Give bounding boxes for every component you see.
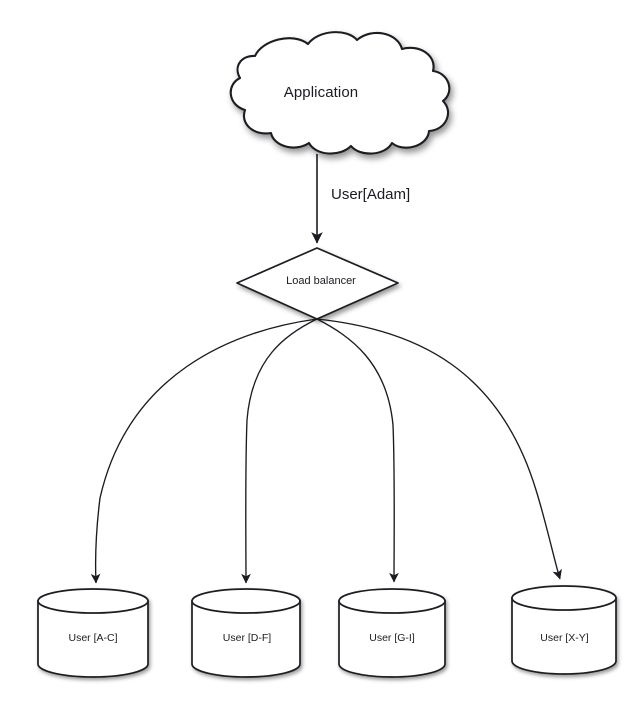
cylinder-top xyxy=(191,588,301,614)
node-cylinder-db-3[interactable] xyxy=(511,585,617,675)
edge-curve xyxy=(316,318,562,580)
cylinder-top xyxy=(338,588,446,614)
edge-curve xyxy=(90,318,318,584)
node-diamond-load-balancer[interactable] xyxy=(236,247,399,320)
cylinder-body xyxy=(191,600,301,678)
node-cylinder-db-0[interactable] xyxy=(37,588,149,678)
edge-load-balancer-to-db-1 xyxy=(241,318,318,584)
cylinder-top xyxy=(37,588,149,614)
edge-load-balancer-to-db-0 xyxy=(90,318,318,584)
edge-load-balancer-to-db-3 xyxy=(316,318,562,580)
node-cloud-application[interactable] xyxy=(229,31,451,155)
cylinder-body xyxy=(37,600,149,678)
node-cylinder-db-1[interactable] xyxy=(191,588,301,678)
cylinder-body xyxy=(511,597,617,675)
edge-load-balancer-to-db-2 xyxy=(316,318,399,583)
cylinder-top xyxy=(511,585,617,611)
edge-curve xyxy=(241,318,318,584)
diamond-shape xyxy=(236,247,399,320)
edge-curve xyxy=(316,318,399,583)
cloud-shape xyxy=(229,31,451,155)
cylinder-body xyxy=(338,600,446,678)
node-cylinder-db-2[interactable] xyxy=(338,588,446,678)
